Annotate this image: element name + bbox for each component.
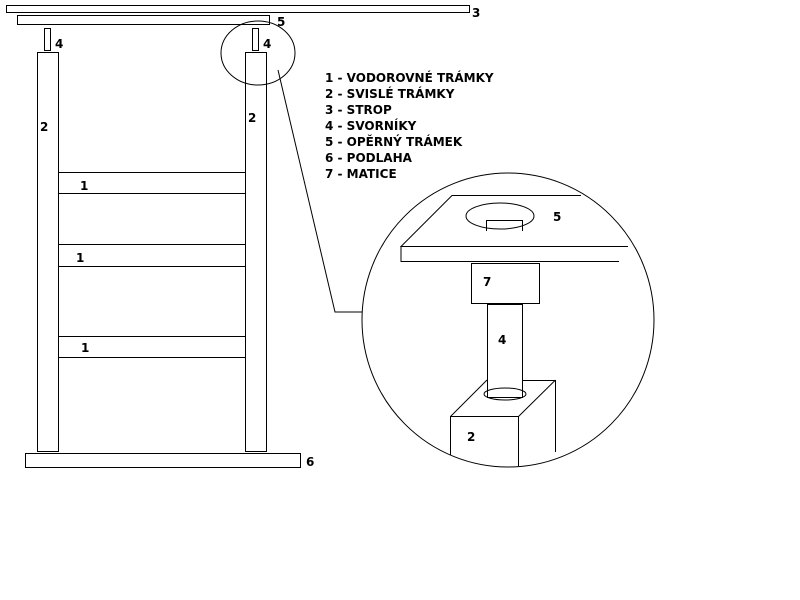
legend-item: 7 - MATICE [325, 167, 397, 181]
bolt-right [252, 28, 259, 51]
floor [25, 453, 301, 468]
label-bolt-right: 4 [263, 37, 271, 51]
legend-item: 1 - VODOROVNÉ TRÁMKY [325, 70, 494, 85]
label-crossbar-3: 1 [81, 341, 89, 355]
detail-circle [361, 172, 655, 468]
post-right [245, 52, 267, 452]
detail-beam [399, 195, 628, 262]
crossbar-3 [58, 336, 245, 358]
label-floor: 6 [306, 455, 314, 469]
detail-label-bolt: 4 [498, 333, 506, 347]
bolt-hole [465, 202, 535, 230]
legend: 1 - VODOROVNÉ TRÁMKY 2 - SVISLÉ TRÁMKY 3… [325, 70, 494, 181]
legend-item: 5 - OPĚRNÝ TRÁMEK [325, 134, 463, 149]
detail-nut [471, 263, 540, 304]
detail-view: 5 7 4 2 [361, 172, 655, 468]
crossbar-1 [58, 172, 245, 194]
detail-bolt [487, 304, 523, 398]
crossbar-2 [58, 244, 245, 267]
label-crossbar-2: 1 [76, 251, 84, 265]
label-bolt-left: 4 [55, 37, 63, 51]
label-post-left: 2 [40, 120, 48, 134]
legend-item: 3 - STROP [325, 103, 392, 117]
legend-item: 4 - SVORNÍKY [325, 118, 417, 133]
detail-post [450, 379, 556, 466]
label-post-right: 2 [248, 111, 256, 125]
legend-item: 2 - SVISLÉ TRÁMKY [325, 86, 455, 101]
post-left [37, 52, 59, 452]
detail-label-post: 2 [467, 430, 475, 444]
legend-item: 6 - PODLAHA [325, 151, 413, 165]
detail-label-nut: 7 [483, 275, 491, 289]
label-ceiling: 3 [472, 6, 480, 20]
bolt-left [44, 28, 51, 51]
callout-leader-line [277, 69, 362, 313]
label-crossbar-1: 1 [80, 179, 88, 193]
bolt-base-ring [483, 387, 527, 401]
ceiling [6, 5, 470, 13]
detail-label-beam: 5 [553, 210, 561, 224]
callout-circle [220, 20, 296, 86]
support-beam [17, 15, 270, 25]
label-support-beam: 5 [277, 15, 285, 29]
